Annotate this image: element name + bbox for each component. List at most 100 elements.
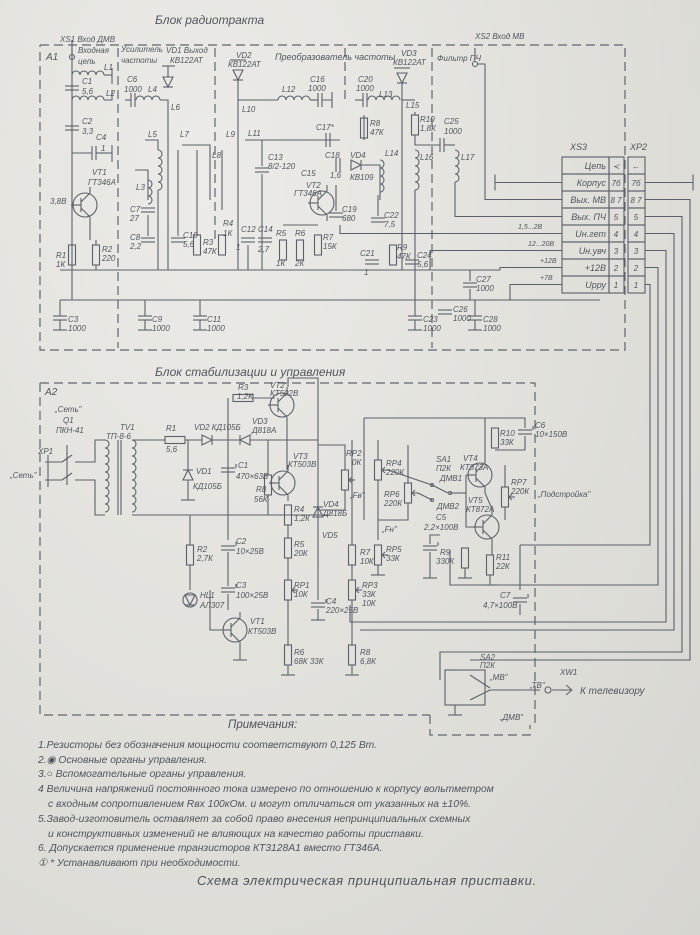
label-radio-r5v: 1К [276, 259, 286, 268]
label-radio-c27: C27 [476, 275, 491, 284]
diode-vd2 [201, 434, 214, 446]
label-stab-rp7v: 220К [510, 487, 530, 496]
wire [378, 503, 409, 521]
label-radio-l12: L12 [282, 85, 296, 94]
wire [505, 417, 526, 428]
label-stab-r2v: 2,7К [196, 554, 214, 563]
capacitor-c1 [65, 85, 79, 91]
capacitor-c7 [141, 207, 155, 213]
wire [182, 144, 211, 200]
connector-pin-xs3: 1 [614, 281, 618, 290]
label-stab-rp6v: 220К [383, 499, 403, 508]
potentiometer-rp2 [340, 469, 355, 491]
wire [339, 225, 562, 235]
label-stab-rp3v: 33К [362, 590, 377, 599]
label-radio-c18v: 1,6 [330, 171, 342, 180]
label-stab-vd4t: Д818Б [322, 509, 347, 518]
label-stab-tv1: TV1 [120, 423, 135, 432]
connector-signal: +12В [585, 263, 606, 273]
label-radio-c16: C16 [310, 75, 325, 84]
wire [454, 200, 562, 218]
resistor-r6 [283, 644, 293, 666]
label-stab-r3v: 1,2К [237, 392, 254, 401]
connector-xs1-icon [68, 53, 76, 61]
wire [360, 232, 675, 631]
connector-pin-xs3: ≺ [613, 162, 621, 171]
label-stab-hl1t: АЛ307 [199, 601, 225, 610]
wire [75, 439, 105, 463]
zener-vd4 [312, 505, 324, 518]
label-stab-c3: C3 [236, 581, 247, 590]
label-stab-sa2t: П2К [480, 661, 496, 670]
label-radio-c19v: 680 [342, 214, 356, 223]
label-radio-r10: R10 [420, 115, 435, 124]
label-radio-l13: L13 [379, 90, 393, 99]
label-radio-l4: L4 [148, 85, 157, 94]
connector-xw1-icon [544, 686, 552, 694]
label-stab-q1: Q1 [63, 416, 74, 425]
label-stab-r8: R8 [256, 485, 267, 494]
transistor-vt2 [308, 185, 335, 221]
label-radio-c3v: 1000 [68, 324, 86, 333]
connector-signal: Вых. ПЧ [571, 212, 607, 222]
label-stab-r4v: 1,2К [294, 514, 311, 523]
label-stab-rp4v: 220К [385, 468, 405, 477]
label-radio-l6: L6 [171, 103, 180, 112]
label-stab-c5v: 2,2×100В [423, 523, 459, 532]
resistor-r7 [347, 544, 357, 566]
wire [470, 198, 691, 661]
connector-xp2-label: XP2 [629, 142, 647, 152]
note-line: 6. Допускается применение транзисторов К… [38, 843, 383, 855]
wire [499, 266, 562, 270]
label-stab-c1v: 470×63В [236, 472, 269, 481]
notes-heading: Примечания: [228, 719, 298, 731]
switch-q1 [61, 445, 73, 485]
connector-pin-xs3: 3 [614, 247, 619, 256]
label-radio-xs1: XS1 Вход ДМВ [59, 35, 116, 44]
label-radio-c4: C4 [96, 133, 107, 142]
label-stab-r9v: 330К [436, 557, 455, 566]
transformer-tv1-secondary [131, 439, 137, 513]
label-radio-c7: C7 [130, 205, 141, 214]
label-radio-vd3: VD3 [401, 49, 417, 58]
label-radio-vd4: VD4 [350, 151, 366, 160]
connector-pin-xs3: 7б [612, 179, 621, 188]
capacitor-c6 [130, 93, 136, 107]
capacitor-c17 [325, 133, 331, 147]
connector-pin-xp2: 2 [633, 264, 639, 273]
resistor-r9 [460, 547, 470, 569]
label-radio-l3: L3 [136, 183, 145, 192]
capacitor-c3 [221, 584, 237, 593]
label-radio-vd2t: КВ122АТ [228, 60, 262, 69]
connector-signal: Uрру [585, 280, 606, 290]
label-radio-xs2: XS2 Вход МВ [474, 32, 525, 41]
label-radio-c6: C6 [127, 75, 138, 84]
label-stab-vd3t: Д818А [251, 426, 276, 435]
wire [287, 377, 319, 600]
varicap-vd1 [162, 76, 174, 89]
label-radio-r8: R8 [370, 119, 381, 128]
connector-row: Цепь≺← [561, 156, 646, 175]
label-stab-c6v: 10×150В [535, 430, 568, 439]
inductor-l3 [147, 179, 153, 205]
capacitor-c22 [371, 217, 385, 223]
label-radio-filt: Фильтр ПЧ [437, 54, 482, 63]
label-radio-c2v: 3,3 [82, 127, 94, 136]
transistor-vt2 [268, 387, 295, 423]
note-line: ① * Устанавливают при необходимости. [38, 858, 241, 870]
label-radio-r3v: 47К [203, 247, 218, 256]
label-radio-l2: L2 [106, 89, 115, 98]
resistor-r8b [347, 644, 357, 666]
wire [145, 139, 159, 150]
connector-pin-xs3: 4 [614, 230, 619, 239]
label-radio-r10v: 1,8К [420, 124, 437, 133]
label-stab-c1: C1 [238, 461, 248, 470]
label-radio-c23v: 1000 [423, 324, 441, 333]
transistor-vt5 [473, 509, 500, 545]
connector-xs3-label: XS3 [569, 142, 587, 152]
label-stab-xw1: XW1 [559, 668, 577, 677]
label-radio-c18: C18 [325, 151, 340, 160]
label-radio-l16: L16 [420, 153, 434, 162]
wire [439, 215, 683, 680]
